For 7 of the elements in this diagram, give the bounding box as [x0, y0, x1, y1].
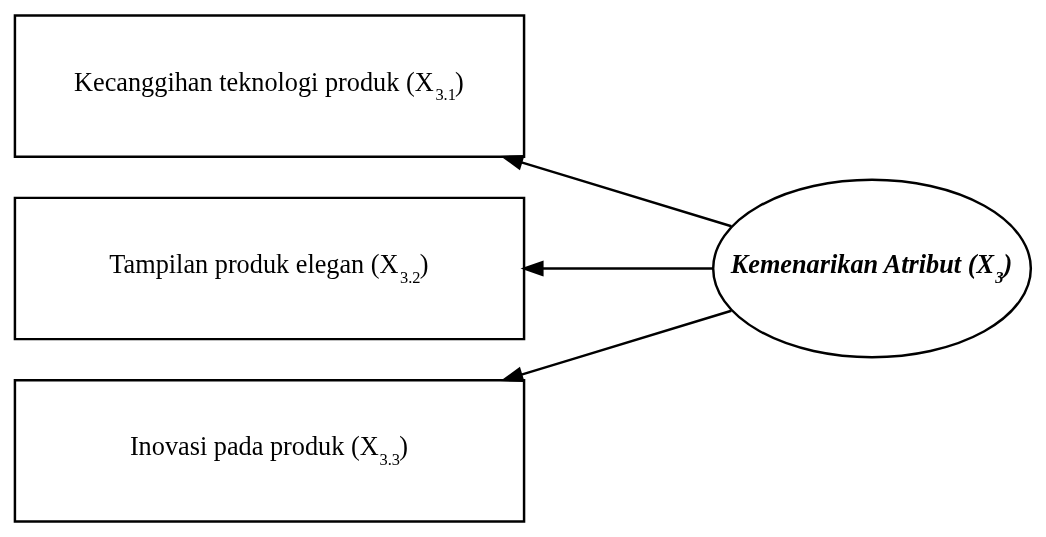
- node-box: Kecanggihan teknologi produk (X$_{3.1}$): [13, 14, 526, 159]
- node-ellipse: Kemenarikan Atribut (X$_{3}$): [711, 178, 1033, 359]
- arrow: [500, 309, 732, 383]
- arrow: [520, 260, 713, 277]
- node-box: Tampilan produk elegan (X$_{3.2}$): [13, 196, 526, 341]
- arrow: [500, 154, 732, 228]
- node-box: Inovasi pada produk (X$_{3.3}$): [13, 378, 526, 523]
